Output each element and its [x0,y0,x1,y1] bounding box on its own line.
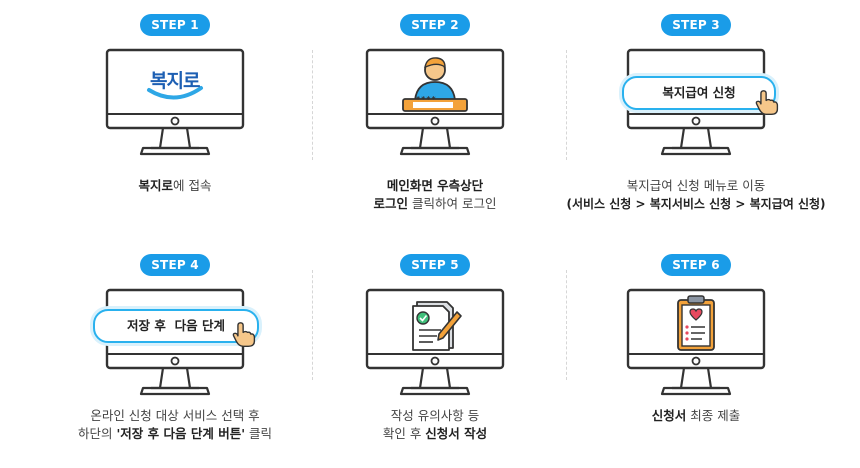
column-divider [312,50,313,160]
step-caption: 메인화면 우측상단 로그인 클릭하여 로그인 [373,178,497,211]
step-6: STEP 6 신청서 최종 제출 [566,254,826,454]
step-caption: 온라인 신청 대상 서비스 선택 후 하단의 '저장 후 다음 단계 버튼' 클… [77,408,273,441]
step-1: STEP 1 복지로 복지로에 접속 [45,14,305,214]
welfare-apply-button: 복지급여 신청 [622,76,776,110]
step-badge: STEP 5 [400,254,470,276]
step-badge: STEP 1 [140,14,210,36]
step-caption: 작성 유의사항 등 확인 후 신청서 작성 [382,408,488,441]
monitor-icon [365,48,505,156]
column-divider [566,270,567,380]
step-2: STEP 2 **** 메인화면 우측상단 로그인 클릭하여 로그인 [305,14,565,214]
save-next-step-button: 저장 후 다음 단계 [93,309,259,343]
column-divider [312,270,313,380]
monitor-icon [105,288,245,396]
clipboard-heart-icon [677,295,715,351]
step-badge: STEP 4 [140,254,210,276]
step-caption: 복지로에 접속 [138,178,212,193]
step-4: STEP 4 저장 후 다음 단계 온라인 신청 대상 서비스 선택 후 하단의… [45,254,305,454]
step-badge: STEP 3 [661,14,731,36]
column-divider [566,50,567,160]
bokjiro-logo-icon: 복지로 [150,70,200,92]
user-icon [413,57,457,101]
document-check-icon [412,301,462,351]
pointing-hand-icon [755,90,779,115]
step-3: STEP 3 복지급여 신청 복지급여 신청 메뉴로 이동 (서비스 신청 > … [566,14,826,214]
step-badge: STEP 2 [400,14,470,36]
step-caption: 복지급여 신청 메뉴로 이동 (서비스 신청 > 복지서비스 신청 > 복지급여… [566,178,826,211]
monitor-icon [626,288,766,396]
step-5: STEP 5 작성 유의사항 등 확인 후 신청서 작성 [305,254,565,454]
step-caption: 신청서 최종 제출 [651,408,741,423]
password-field: **** [416,95,437,104]
pointing-hand-icon [232,322,256,347]
monitor-icon [365,288,505,396]
step-badge: STEP 6 [661,254,731,276]
monitor-icon [105,48,245,156]
